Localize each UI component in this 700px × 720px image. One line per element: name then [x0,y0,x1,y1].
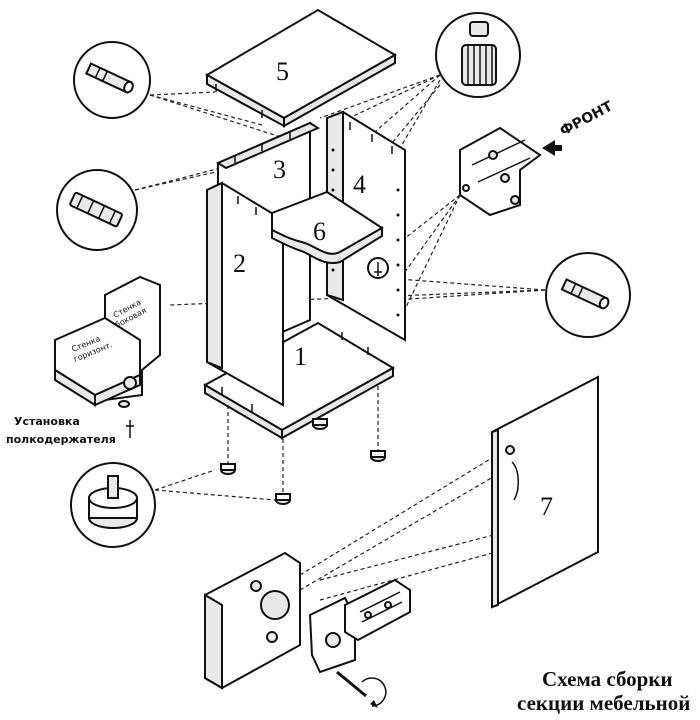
part-number-7: 7 [540,492,553,521]
diagram-title-line-2: секции мебельной [517,691,690,715]
shelf-support-inset [54,275,161,438]
shelf-support-caption-2: полкодержателя [6,433,116,446]
callout-cam-fitting [435,12,521,98]
shelf-support-caption-1: Установка [14,415,80,428]
part-6-shelf [271,190,384,264]
hinge-install-detail [204,551,411,690]
part-number-3: 3 [273,155,286,184]
part-number-5: 5 [276,57,289,86]
part-2-left-panel [206,181,284,407]
callout-foot-detail [70,462,156,548]
part-number-6: 6 [313,217,326,246]
screwdriver-icon [336,670,387,708]
callout-wall-screw [545,252,631,338]
feet [220,418,386,505]
front-label: ФРОНТ [557,98,616,139]
part-number-4: 4 [353,170,366,199]
callout-confirmat-screw [73,41,151,119]
part-number-2: 2 [233,249,246,278]
part-5-top-panel [204,8,398,128]
foot-4 [370,450,386,462]
part-7-door [491,375,599,609]
hinge-bracket [459,126,542,217]
foot-3 [312,418,328,430]
part-number-1: 1 [294,342,307,371]
callout-dowel [56,169,138,251]
foot-1 [220,463,236,475]
shelf-support-marker [367,257,389,279]
foot-2 [275,493,291,505]
part-numbers: 5 3 4 6 2 1 [233,57,366,371]
front-arrow-icon [542,140,562,156]
diagram-title-line-1: Схема сборки [542,667,673,691]
